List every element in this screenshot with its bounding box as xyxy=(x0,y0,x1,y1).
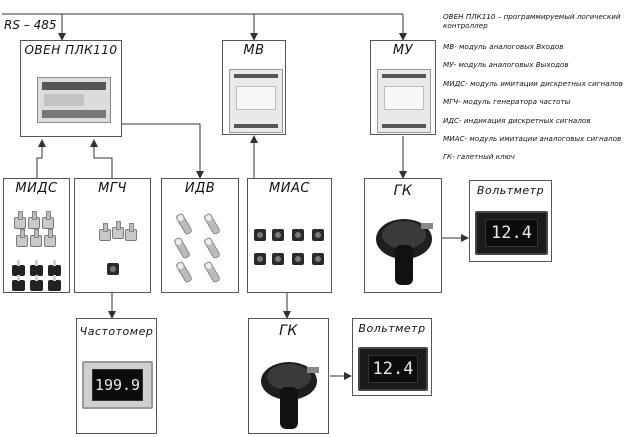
frequency-meter-display: 199.9 xyxy=(82,361,153,409)
block-mv: МВ xyxy=(222,40,286,135)
voltmeter-reading: 12.4 xyxy=(485,219,538,247)
block-voltmeter-bottom: Вольтметр 12.4 xyxy=(352,318,432,396)
rotary-switch-image xyxy=(261,362,319,429)
mgch-components-image xyxy=(75,179,152,294)
block-idv: ИДВ xyxy=(161,178,239,293)
block-title: ГК xyxy=(393,183,413,199)
block-mu: МУ xyxy=(370,40,436,135)
block-plc: ОВЕН ПЛК110 xyxy=(20,40,122,137)
block-title: МИДС xyxy=(15,181,58,196)
legend-item: МГЧ- модуль генератора частоты xyxy=(443,97,571,107)
mu-device-image xyxy=(377,69,431,133)
frequency-reading: 199.9 xyxy=(92,369,143,401)
plc-device-image xyxy=(37,77,111,123)
block-gk-top: ГК xyxy=(364,178,442,293)
legend-item: МИДС- модуль имитации дискретных сигнало… xyxy=(443,78,623,88)
block-title: МГЧ xyxy=(98,181,127,196)
rotary-switch-image xyxy=(376,219,433,285)
block-frequency-meter: Частотомер 199.9 xyxy=(76,318,157,434)
legend-item: ОВЕН ПЛК110 – программируемый логический… xyxy=(443,12,621,30)
block-title: ГК xyxy=(279,323,298,339)
mv-device-image xyxy=(229,69,283,133)
legend: ОВЕН ПЛК110 – программируемый логический… xyxy=(443,12,625,171)
block-mgch: МГЧ xyxy=(74,178,151,293)
link-mgch-plc xyxy=(90,139,113,178)
mids-components-image xyxy=(4,179,71,294)
legend-item: МУ- модуль аналоговых Выходов xyxy=(443,60,569,70)
block-gk-bottom: ГК xyxy=(248,318,329,434)
voltmeter-reading: 12.4 xyxy=(368,355,418,383)
block-mids: МИДС xyxy=(3,178,70,293)
block-title: ИДВ xyxy=(184,181,216,196)
block-title: МВ xyxy=(243,43,265,58)
block-title: МУ xyxy=(392,43,414,58)
bus-label: RS – 485 xyxy=(4,18,57,32)
block-title: МИАС xyxy=(269,181,310,196)
block-title: ОВЕН ПЛК110 xyxy=(24,43,118,57)
mias-components-image xyxy=(248,179,333,294)
voltmeter-display: 12.4 xyxy=(358,347,428,391)
block-title: Вольтметр xyxy=(476,184,545,197)
legend-item: МИАС- модуль имитации аналоговых сигнало… xyxy=(443,133,622,143)
block-voltmeter-top: Вольтметр 12.4 xyxy=(469,180,552,262)
link-mids-plc xyxy=(36,139,46,178)
voltmeter-display: 12.4 xyxy=(475,211,548,255)
legend-item: ГК- галетный ключ xyxy=(443,152,515,162)
idv-indicators-image xyxy=(162,179,240,294)
block-mias: МИАС xyxy=(247,178,332,293)
block-title: Частотомер xyxy=(79,325,154,338)
legend-item: МВ- модуль аналоговых Входов xyxy=(443,42,564,51)
block-title: Вольтметр xyxy=(358,322,426,335)
legend-item: ИДС- индикация дискретных сигналов xyxy=(443,115,591,125)
